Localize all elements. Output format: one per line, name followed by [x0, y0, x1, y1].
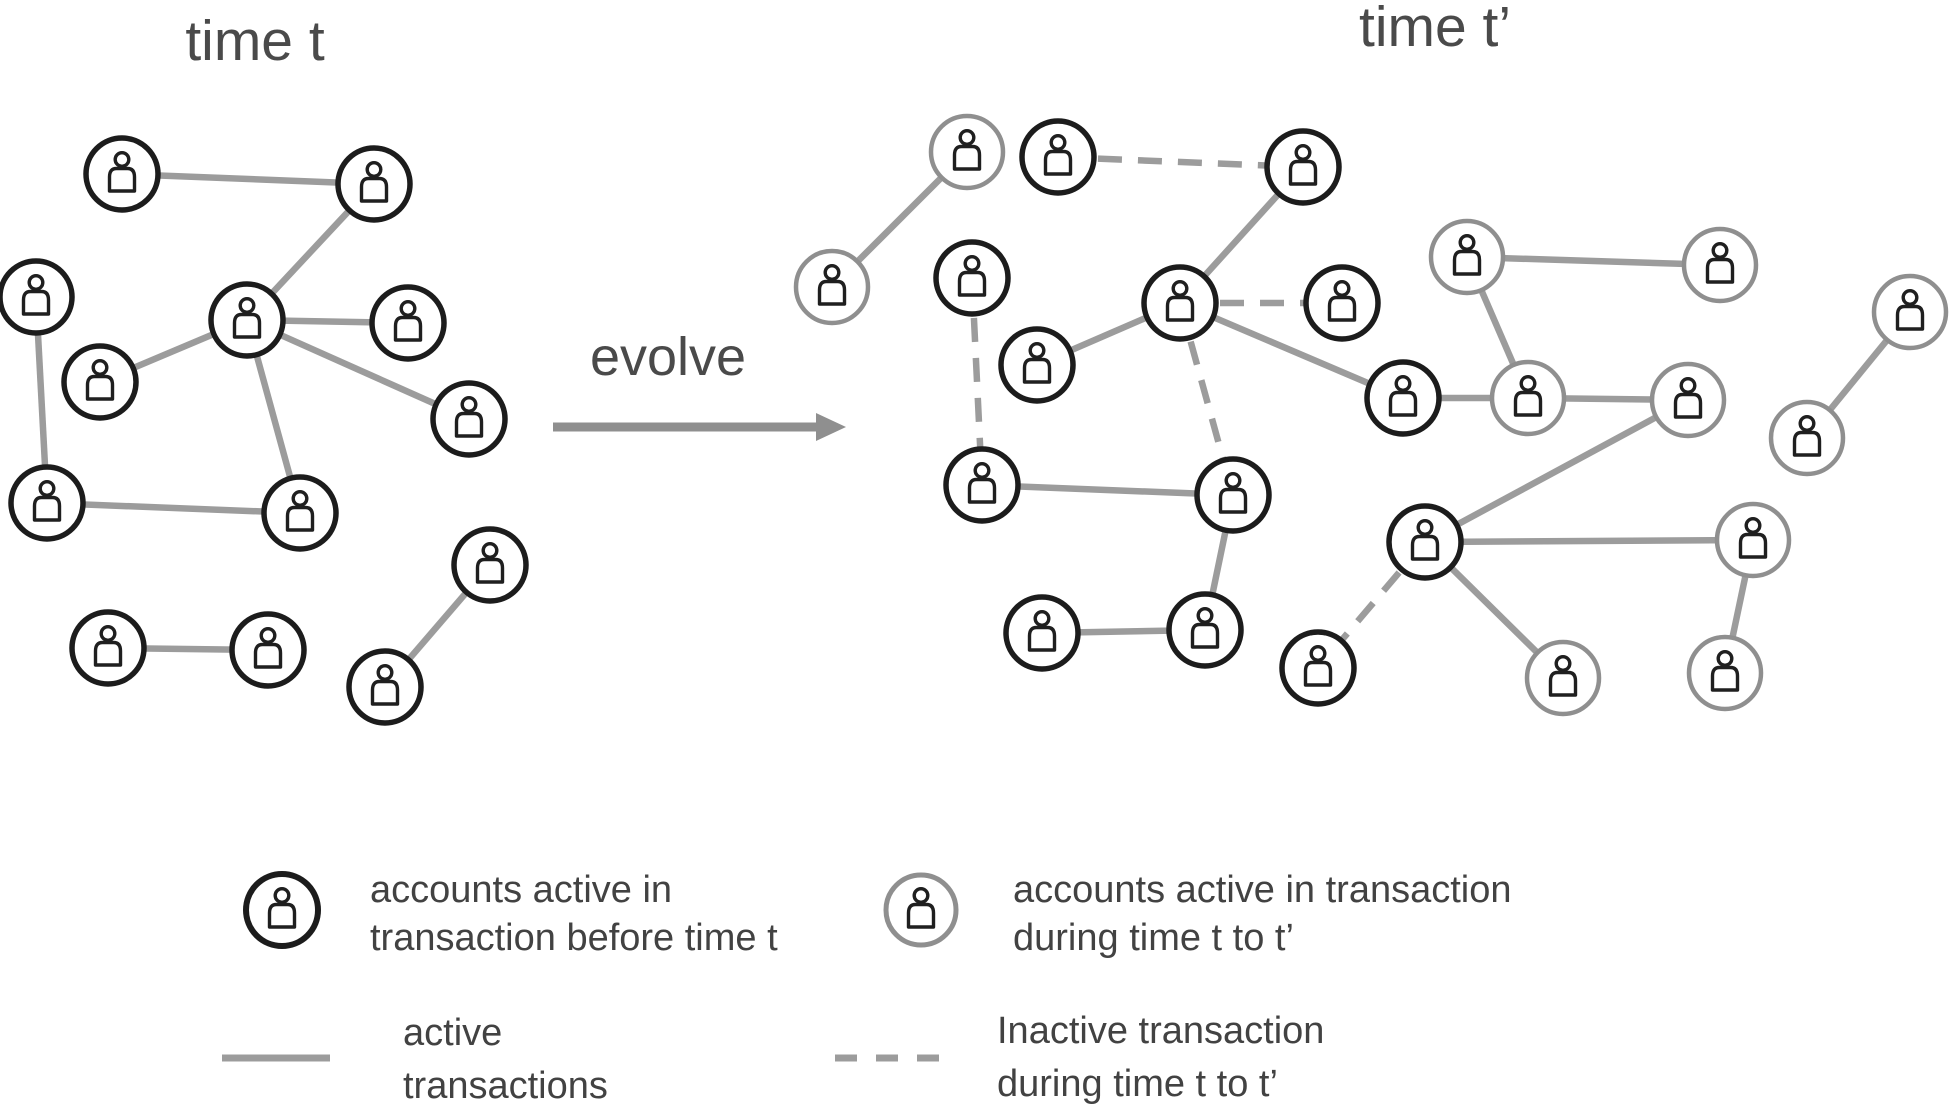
account-node-during-t [1768, 399, 1846, 477]
active-transaction-edge [121, 170, 375, 188]
account-node-before-t [0, 258, 75, 336]
account-node-before-t [261, 474, 339, 552]
account-node-during-t [928, 113, 1006, 191]
account-node-before-t [346, 648, 424, 726]
active-transaction-edge [1424, 536, 1754, 546]
legend-accounts-during-line2: during time t to t’ [1013, 917, 1294, 959]
account-node-before-t [1303, 264, 1381, 342]
account-node-before-t [998, 326, 1076, 404]
active-transaction-edge [46, 499, 301, 517]
account-node-before-t [1141, 264, 1219, 342]
edges-layer [32, 149, 1913, 690]
legend-accounts-during-line1: accounts active in transaction [1013, 869, 1512, 911]
account-node-before-t [451, 526, 529, 604]
evolve-arrow-head [816, 413, 846, 441]
account-node-during-t [1524, 639, 1602, 717]
evolve-arrow [553, 413, 846, 441]
legend-inactive-transactions-text: Inactive transaction during time t to t’ [997, 1005, 1324, 1108]
legend-symbols-layer [222, 871, 959, 1062]
legend-accounts-before-text: accounts active in transaction before ti… [370, 866, 778, 962]
account-node-before-t [1166, 591, 1244, 669]
account-node-before-t [229, 611, 307, 689]
legend-active-transactions-text: active transactions [403, 1007, 608, 1108]
evolve-label: evolve [589, 327, 747, 387]
account-node-before-t [335, 145, 413, 223]
left-graph-title: time t [185, 9, 325, 73]
legend-accounts-during-text: accounts active in transaction during ti… [1013, 866, 1512, 962]
account-node-during-t [1428, 218, 1506, 296]
legend-inactive-line2: during time t to t’ [997, 1063, 1278, 1105]
account-node-before-t [1279, 629, 1357, 707]
account-node-during-t [1489, 359, 1567, 437]
account-node-before-t [1364, 359, 1442, 437]
active-transaction-edge [981, 481, 1234, 499]
legend-accounts-before-line2: transaction before time t [370, 917, 778, 959]
account-node-during-t [793, 248, 871, 326]
account-node-before-t [1194, 456, 1272, 534]
account-node-during-t [1871, 273, 1949, 351]
time-t-prime-graph-nodes [793, 113, 1949, 717]
account-node-before-t [69, 609, 147, 687]
legend-active-line2: transactions [403, 1065, 608, 1107]
active-transaction-edge [1466, 253, 1721, 269]
account-node-before-t [83, 135, 161, 213]
account-node-during-t [1714, 501, 1792, 579]
account-node-during-t [1681, 226, 1759, 304]
account-node-during-t [1649, 361, 1727, 439]
account-node-before-t [1386, 503, 1464, 581]
active-transaction-edge [1423, 397, 1690, 545]
legend-active-line1: active [403, 1012, 503, 1054]
account-node-before-t [1019, 118, 1097, 196]
legend-inactive-line1: Inactive transaction [997, 1010, 1325, 1052]
nodes-layer [0, 113, 1949, 726]
active-transaction-edge [245, 317, 471, 422]
account-node-before-t [1264, 128, 1342, 206]
time-t-graph-nodes [0, 135, 529, 726]
inactive-transaction-edge [1057, 153, 1304, 171]
account-node-during-t [1686, 634, 1764, 712]
account-node-before-t [430, 380, 508, 458]
account-node-before-t [208, 281, 286, 359]
account-node-before-t [369, 284, 447, 362]
legend-account-symbol-before [243, 871, 321, 949]
account-node-before-t [943, 446, 1021, 524]
account-node-before-t [1003, 594, 1081, 672]
account-node-before-t [933, 239, 1011, 317]
legend-accounts-before-line1: accounts active in [370, 869, 673, 911]
account-node-before-t [8, 464, 86, 542]
active-transaction-edge [1178, 300, 1405, 401]
right-graph-title: time t’ [1358, 0, 1512, 59]
account-node-before-t [61, 343, 139, 421]
legend-account-symbol-during [883, 872, 959, 948]
